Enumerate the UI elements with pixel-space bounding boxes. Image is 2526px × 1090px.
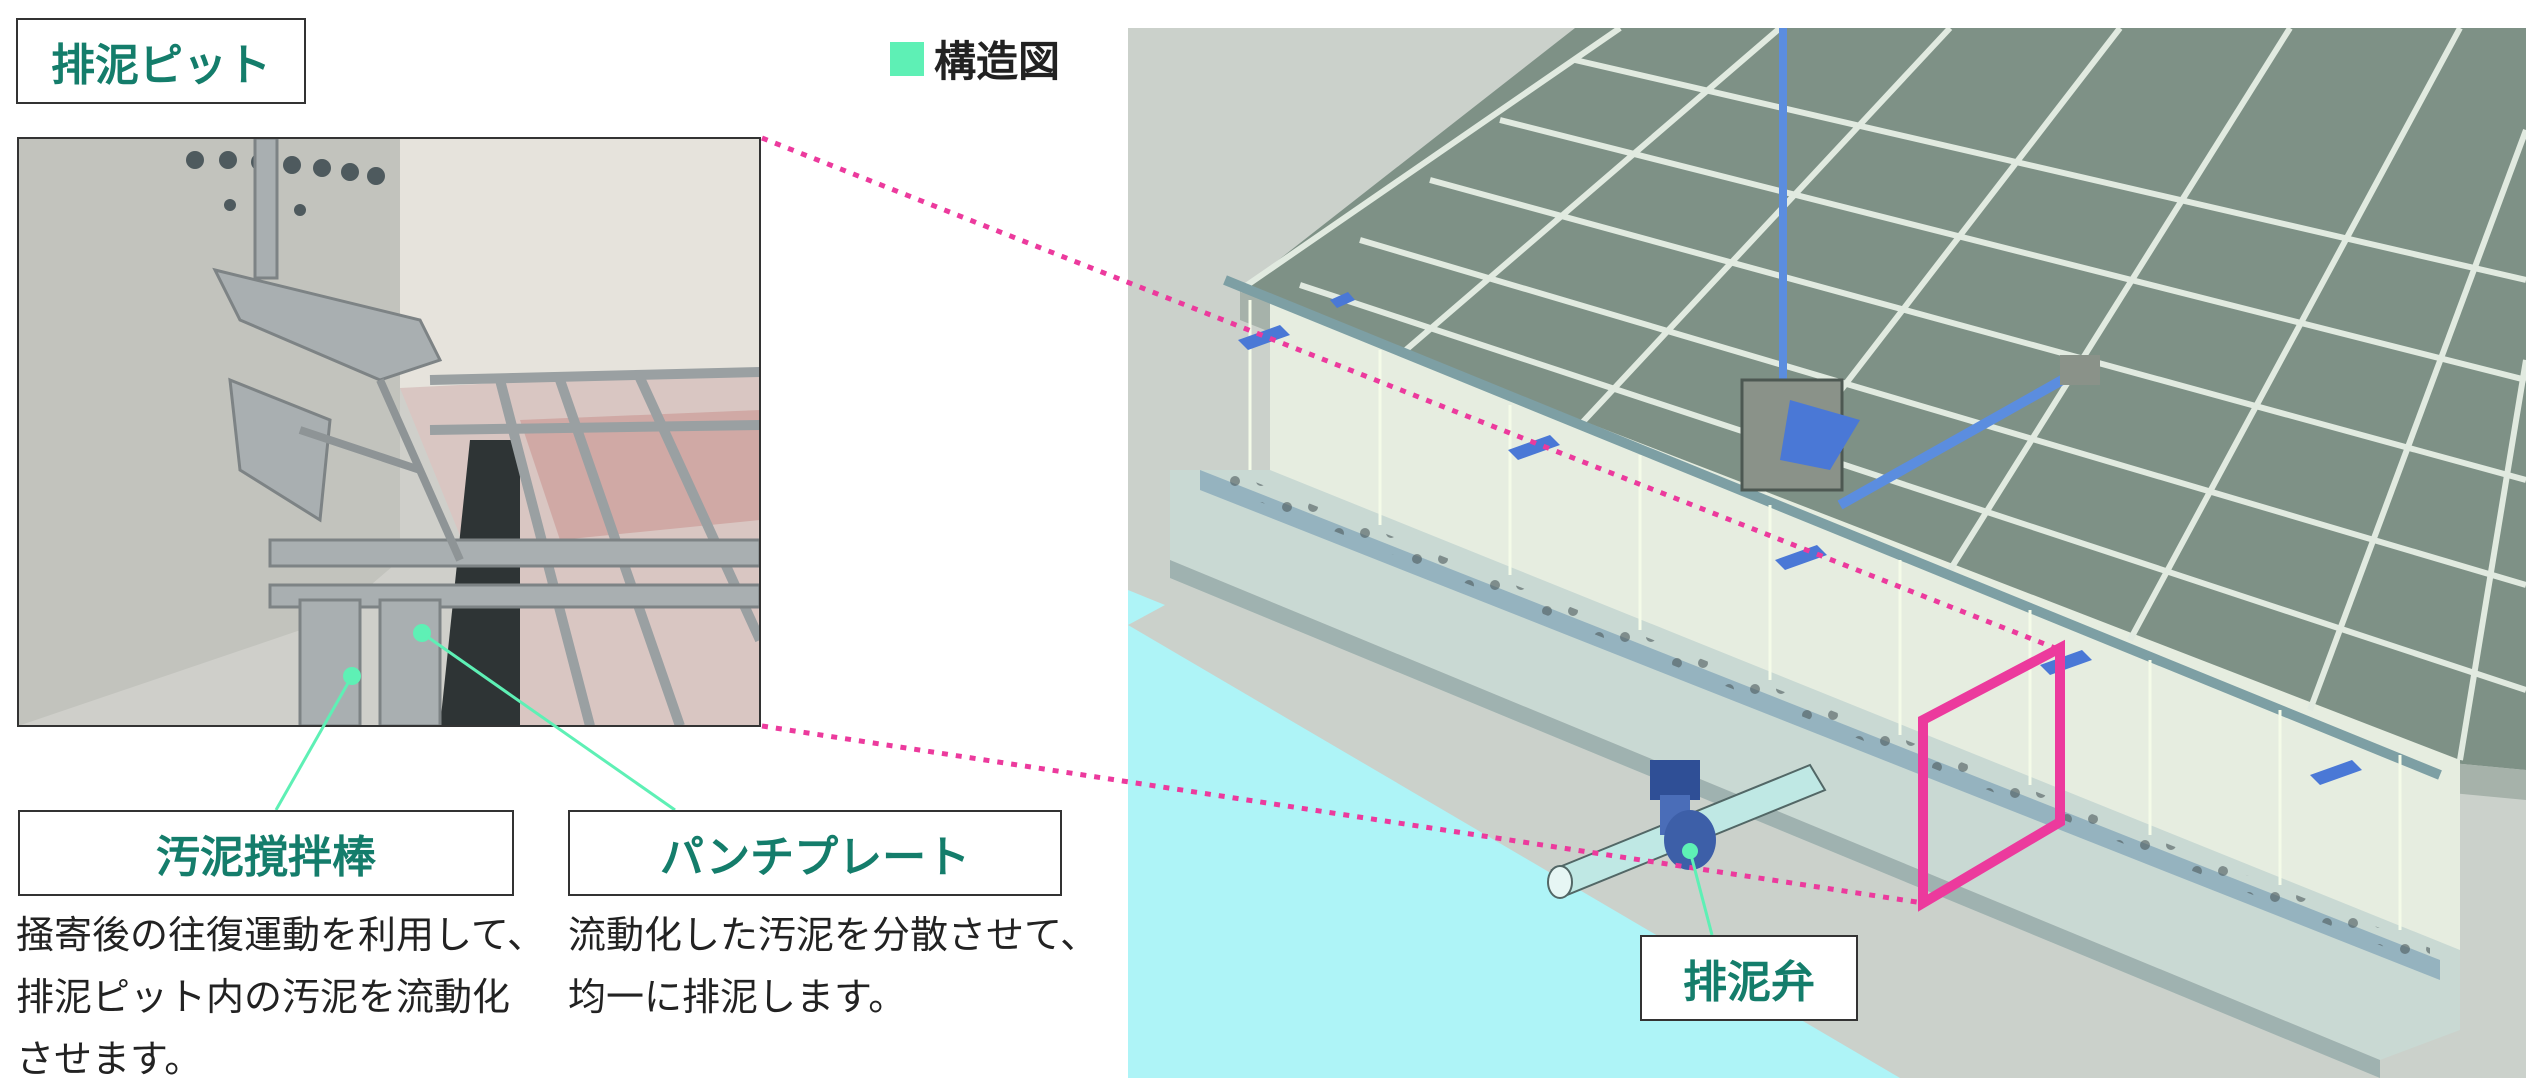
punch-plate-title: パンチプレート xyxy=(659,832,971,883)
legend: 構造図 xyxy=(890,28,1060,89)
stirring-rod-description: 掻寄後の往復運動を利用して、 排泥ピット内の汚泥を流動化 させます。 xyxy=(16,904,545,1090)
desc-line: 掻寄後の往復運動を利用して、 xyxy=(16,913,545,957)
punch-plate-label-box: パンチプレート xyxy=(568,810,1062,896)
page-title: 排泥ピット xyxy=(51,40,271,91)
stirring-rod-label-box: 汚泥撹拌棒 xyxy=(18,810,514,896)
pit-photo xyxy=(18,138,760,726)
drain-valve-label-box: 排泥弁 xyxy=(1640,935,1858,1021)
legend-label: 構造図 xyxy=(934,37,1061,86)
highlight-frame xyxy=(1918,639,2065,912)
title-box: 排泥ピット xyxy=(16,18,306,104)
drain-valve-leader xyxy=(1688,850,1714,936)
punch-plate-leader xyxy=(421,631,676,812)
connector-top xyxy=(761,135,2061,653)
stirring-rod-title: 汚泥撹拌棒 xyxy=(156,832,376,883)
legend-swatch xyxy=(890,41,924,76)
punch-plate-description: 流動化した汚泥を分散させて、 均一に排泥します。 xyxy=(568,904,1098,1028)
drain-valve-title: 排泥弁 xyxy=(1683,957,1815,1008)
desc-line: 均一に排泥します。 xyxy=(568,975,907,1019)
desc-line: させます。 xyxy=(16,1037,203,1081)
desc-line: 流動化した汚泥を分散させて、 xyxy=(568,913,1099,957)
desc-line: 排泥ピット内の汚泥を流動化 xyxy=(16,975,511,1019)
stirring-rod-leader xyxy=(274,675,354,811)
structure-diagram xyxy=(1128,28,2526,1078)
